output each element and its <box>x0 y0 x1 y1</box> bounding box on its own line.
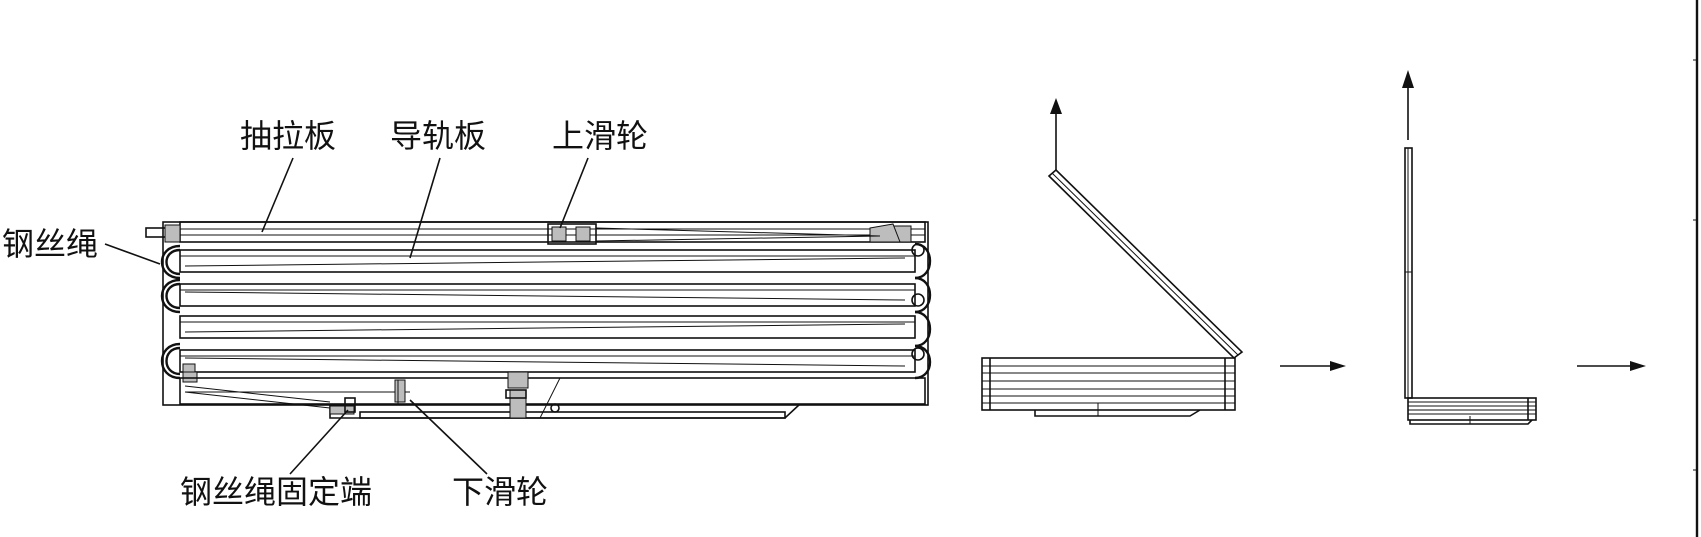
label-upper-pulley: 上滑轮 <box>552 117 648 155</box>
label-wire-rope: 钢丝绳 <box>2 225 98 263</box>
leader-lines <box>104 157 589 475</box>
state-opening <box>981 98 1244 417</box>
arrow-right-1 <box>1280 361 1346 371</box>
base-assembly <box>179 371 926 419</box>
arrow-right-2 <box>1577 361 1646 371</box>
label-lower-pulley: 下滑轮 <box>452 473 548 511</box>
assembly-section: 抽拉板 导轨板 上滑轮 钢丝绳 钢丝绳固定端 下滑轮 <box>2 117 932 511</box>
state-open <box>1402 70 1537 425</box>
wire-rope-left-loops <box>160 244 198 383</box>
label-guide-rail-board: 导轨板 <box>390 117 486 155</box>
guide-rails <box>179 249 916 373</box>
upper-pulley <box>547 223 881 245</box>
wire-rope-right-loops <box>911 242 932 380</box>
label-drawer-board: 抽拉板 <box>240 117 336 155</box>
label-wire-rope-fixed-end: 钢丝绳固定端 <box>180 473 372 511</box>
right-border <box>1693 0 1699 537</box>
